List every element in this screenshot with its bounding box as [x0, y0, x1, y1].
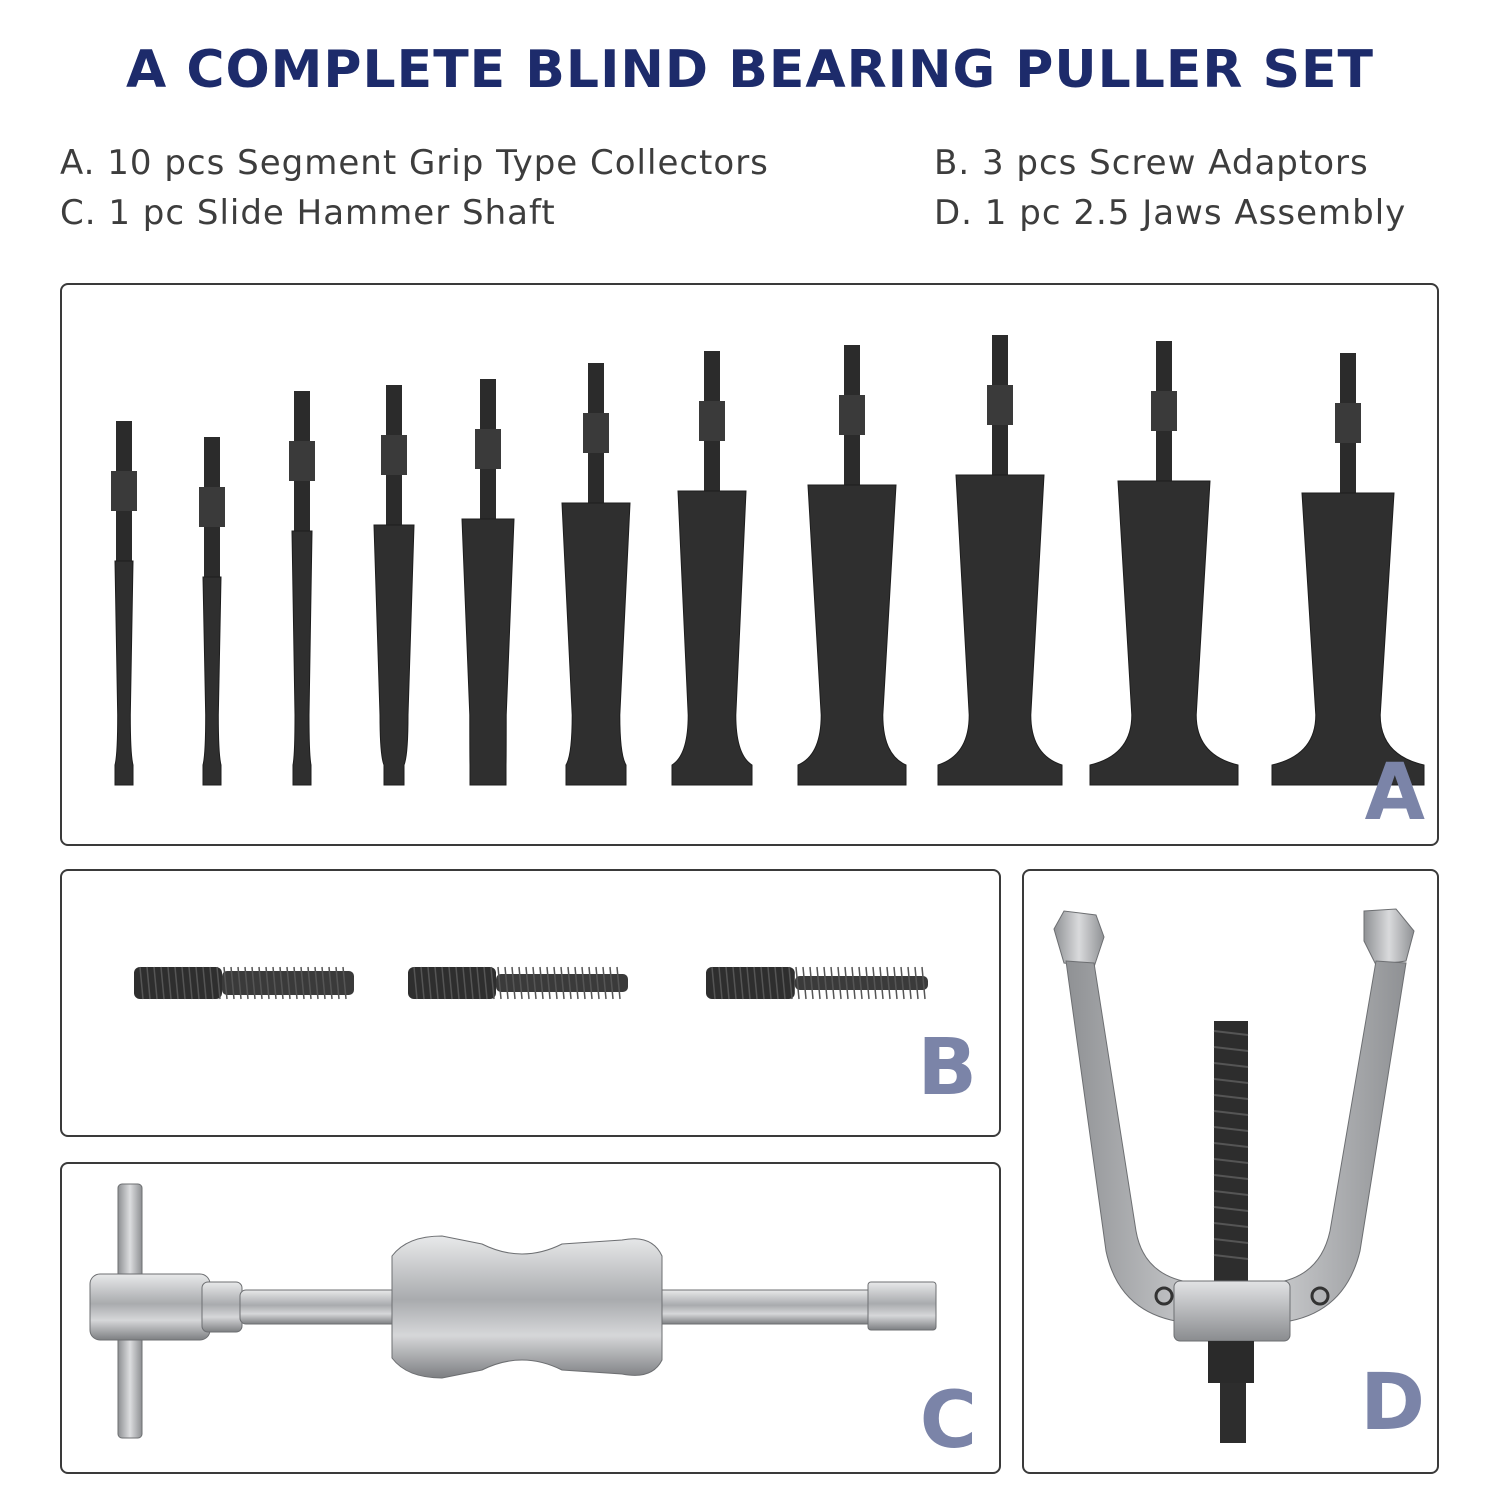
collector-tool-icon [937, 335, 1063, 786]
page-title: A COMPLETE BLIND BEARING PULLER SET [125, 40, 1375, 100]
collector-tool-icon [289, 391, 315, 786]
collector-tool-icon [199, 437, 225, 786]
collectors-illustration [111, 335, 1425, 786]
screw-adaptor-icon [706, 966, 928, 1000]
panel-a-collectors: A [60, 283, 1439, 846]
collector-tool-icon [1271, 353, 1425, 786]
collector-tool-icon [1089, 341, 1239, 786]
collector-tool-icon [461, 379, 515, 786]
collector-tool-icon [111, 421, 137, 786]
panel-a-letter: A [1364, 748, 1425, 838]
panel-d-jaws-assembly: D [1022, 869, 1439, 1474]
screw-adaptor-icon [408, 966, 628, 1000]
jaws-assembly-icon [1053, 908, 1415, 1443]
collector-tool-icon [671, 351, 753, 786]
collector-tool-icon [797, 345, 907, 786]
panel-c-letter: C [919, 1376, 977, 1466]
item-d-description: D. 1 pc 2.5 Jaws Assembly [934, 193, 1407, 233]
screw-adaptors-illustration [134, 966, 928, 1000]
panel-c-slide-hammer: C [60, 1162, 1001, 1474]
collector-tool-icon [373, 385, 415, 786]
collector-tool-icon [561, 363, 631, 786]
panel-d-letter: D [1360, 1358, 1425, 1448]
panel-b-letter: B [917, 1023, 977, 1113]
item-c-description: C. 1 pc Slide Hammer Shaft [60, 193, 556, 233]
slide-hammer-icon [89, 1183, 937, 1439]
item-a-description: A. 10 pcs Segment Grip Type Collectors [60, 143, 769, 183]
screw-adaptor-icon [134, 966, 354, 1000]
panel-b-screw-adaptors: B [60, 869, 1001, 1137]
item-b-description: B. 3 pcs Screw Adaptors [934, 143, 1369, 183]
